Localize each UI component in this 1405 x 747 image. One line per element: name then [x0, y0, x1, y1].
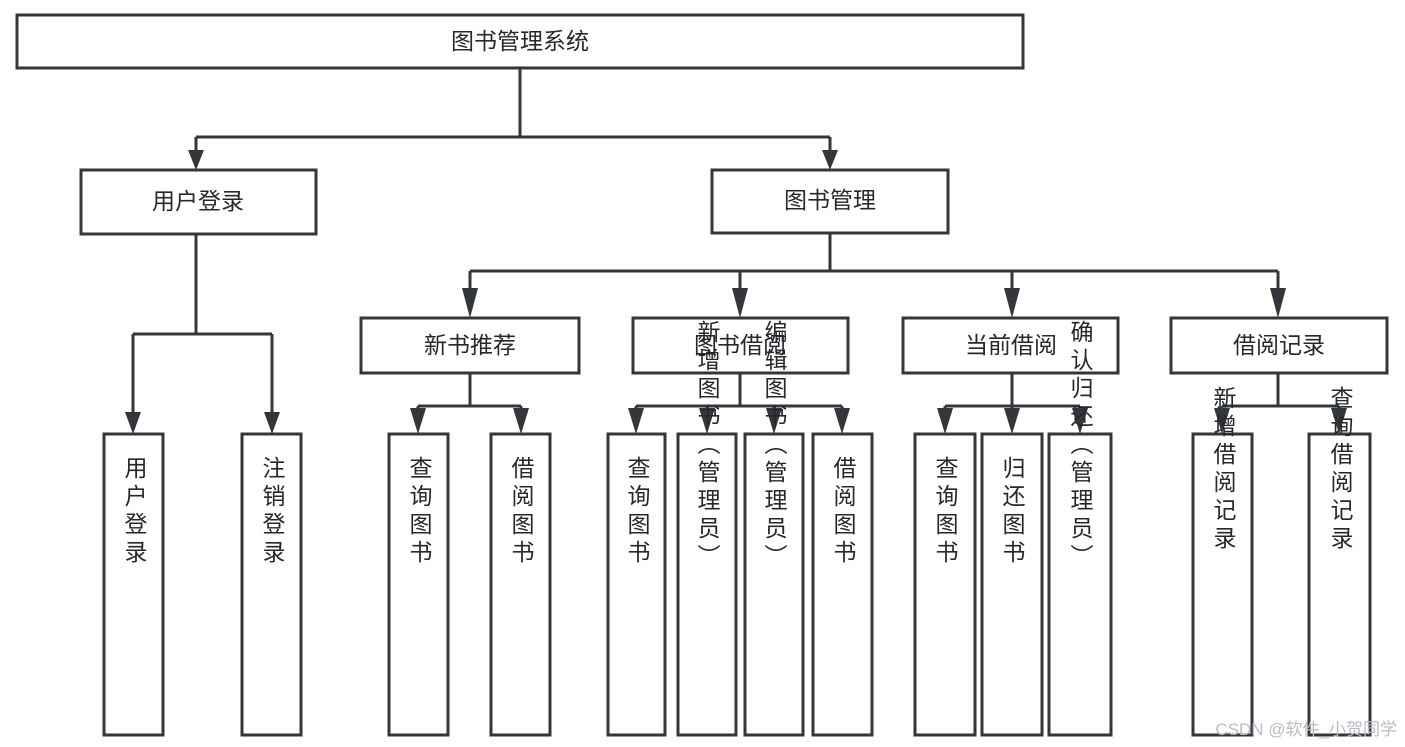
leaf-query-record-box[interactable] — [1307, 432, 1372, 737]
arrow-head-user-login — [188, 150, 204, 170]
node-current-borrow-label: 当前借阅 — [965, 332, 1057, 358]
leaf-query-book-2[interactable]: 查询图书 — [606, 432, 667, 737]
leaf-borrow-book-1-box[interactable] — [489, 432, 552, 737]
node-book-manage[interactable]: 图书管理 — [710, 168, 950, 235]
leaf-borrow-book-1-label: 借阅图书 — [508, 456, 535, 568]
node-root-box[interactable] — [15, 13, 1025, 70]
connectors-book-manage — [462, 233, 1286, 318]
leaf-confirm-return[interactable]: 确认归还（管理员） — [1047, 320, 1113, 737]
arrow-head-leaf-user-login — [125, 412, 141, 434]
node-borrow-record[interactable]: 借阅记录 — [1169, 316, 1389, 375]
leaf-query-record-label: 查询借阅记录 — [1327, 386, 1354, 554]
node-book-manage-label: 图书管理 — [784, 187, 876, 213]
leaf-add-book-label: 新增图书（管理员） — [694, 320, 721, 572]
leaf-query-book-1[interactable]: 查询图书 — [387, 432, 450, 737]
node-new-book-recommend-box[interactable] — [359, 316, 581, 375]
leaf-edit-book[interactable]: 编辑图书（管理员） — [743, 320, 805, 737]
arrow-head-book-borrow — [732, 288, 748, 318]
leaf-query-book-2-label: 查询图书 — [624, 456, 651, 568]
arrow-head-leaf-query-book-3 — [937, 408, 953, 434]
leaf-add-book-box[interactable] — [676, 432, 738, 737]
node-borrow-record-box[interactable] — [1169, 316, 1389, 375]
connectors-current-borrow — [937, 373, 1088, 434]
leaf-confirm-return-box[interactable] — [1047, 432, 1113, 737]
connectors-root — [188, 68, 838, 170]
arrow-head-leaf-query-book-1 — [410, 408, 426, 434]
leaf-return-book[interactable]: 归还图书 — [980, 432, 1044, 737]
leaf-logout-box[interactable] — [240, 432, 303, 737]
arrow-head-book-manage — [822, 150, 838, 170]
arrow-head-leaf-confirm-return — [1072, 408, 1088, 434]
connectors-user-login — [125, 234, 280, 434]
connectors-book-borrow — [628, 373, 850, 434]
leaf-user-login-box[interactable] — [102, 432, 165, 737]
leaf-add-record-box[interactable] — [1191, 432, 1254, 737]
leaf-query-book-1-box[interactable] — [387, 432, 450, 737]
arrow-head-borrow-record — [1270, 288, 1286, 318]
leaf-query-book-3-label: 查询图书 — [932, 456, 959, 568]
leaf-logout[interactable]: 注销登录 — [240, 432, 303, 737]
leaf-confirm-return-label: 确认归还（管理员） — [1067, 320, 1094, 572]
arrow-head-leaf-borrow-book-1 — [513, 408, 529, 434]
leaf-add-record[interactable]: 新增借阅记录 — [1191, 386, 1254, 737]
arrow-head-leaf-add-record — [1214, 408, 1230, 434]
leaf-query-record[interactable]: 查询借阅记录 — [1307, 386, 1372, 737]
connectors-borrow-record — [1214, 373, 1347, 434]
leaf-edit-book-label: 编辑图书（管理员） — [761, 320, 788, 572]
leaf-logout-label: 注销登录 — [259, 456, 286, 568]
node-book-borrow[interactable]: 图书借阅 — [631, 316, 850, 375]
arrow-head-new-book-recommend — [462, 288, 478, 318]
node-root[interactable]: 图书管理系统 — [15, 13, 1025, 70]
leaf-query-book-2-box[interactable] — [606, 432, 667, 737]
leaf-borrow-book-2-label: 借阅图书 — [830, 456, 857, 568]
leaf-borrow-book-1[interactable]: 借阅图书 — [489, 432, 552, 737]
leaf-query-book-3-box[interactable] — [913, 432, 977, 737]
node-root-label: 图书管理系统 — [451, 28, 589, 54]
node-new-book-recommend[interactable]: 新书推荐 — [359, 316, 581, 375]
leaf-query-book-1-label: 查询图书 — [406, 456, 433, 568]
leaf-add-record-label: 新增借阅记录 — [1210, 386, 1237, 554]
node-user-login[interactable]: 用户登录 — [79, 168, 318, 236]
node-new-book-recommend-label: 新书推荐 — [424, 332, 516, 358]
leaf-edit-book-box[interactable] — [743, 432, 805, 737]
node-user-login-label: 用户登录 — [152, 188, 244, 214]
arrow-head-leaf-borrow-book-2 — [834, 408, 850, 434]
arrow-head-leaf-query-book-2 — [628, 408, 644, 434]
arrow-head-leaf-logout — [264, 412, 280, 434]
arrow-head-current-borrow — [1004, 288, 1020, 318]
leaf-return-book-label: 归还图书 — [999, 456, 1026, 568]
node-book-borrow-label: 图书借阅 — [694, 332, 786, 358]
leaf-borrow-book-2-box[interactable] — [811, 432, 874, 737]
node-book-borrow-box[interactable] — [631, 316, 850, 375]
node-user-login-box[interactable] — [79, 168, 318, 236]
leaf-user-login-label: 用户登录 — [121, 456, 148, 568]
leaf-user-login[interactable]: 用户登录 — [102, 432, 165, 737]
leaf-add-book[interactable]: 新增图书（管理员） — [676, 320, 738, 737]
arrow-head-leaf-add-book — [699, 408, 715, 434]
leaf-return-book-box[interactable] — [980, 432, 1044, 737]
leaf-query-book-3[interactable]: 查询图书 — [913, 432, 977, 737]
node-borrow-record-label: 借阅记录 — [1233, 332, 1325, 358]
connectors-new-book-recommend — [410, 373, 529, 434]
arrow-head-leaf-return-book — [1004, 408, 1020, 434]
node-book-manage-box[interactable] — [710, 168, 950, 235]
arrow-head-leaf-query-record — [1331, 408, 1347, 434]
arrow-head-leaf-edit-book — [766, 408, 782, 434]
leaf-borrow-book-2[interactable]: 借阅图书 — [811, 432, 874, 737]
node-current-borrow[interactable]: 当前借阅 — [901, 316, 1120, 375]
node-current-borrow-box[interactable] — [901, 316, 1120, 375]
